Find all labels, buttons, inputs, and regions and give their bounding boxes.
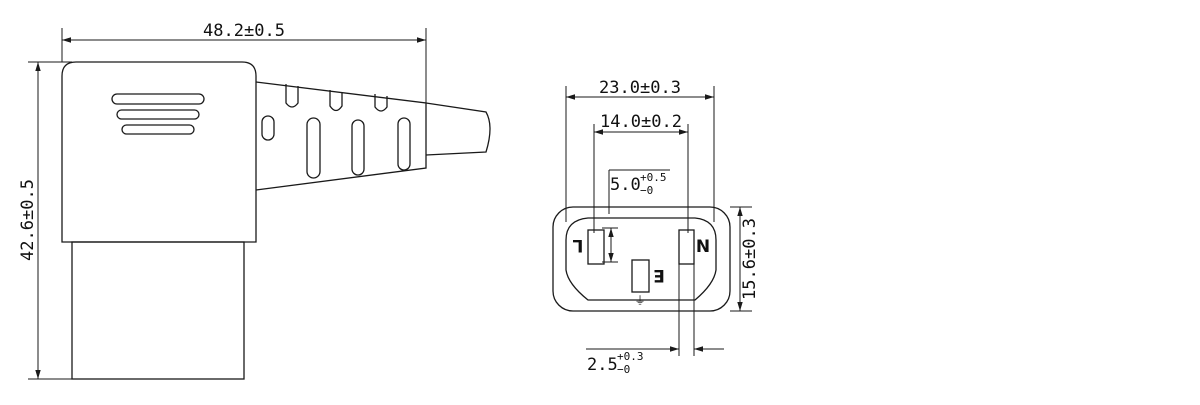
strain-relief bbox=[255, 81, 427, 191]
relief-slot-7 bbox=[397, 117, 411, 171]
inlet-socket-cavity bbox=[565, 217, 717, 301]
cable bbox=[425, 102, 491, 156]
pin-line bbox=[587, 229, 605, 265]
front-view: 23.0±0.3 14.0±0.2 5.0 +0.5 −0 L N E ⏚ bbox=[552, 78, 760, 376]
relief-slot-4 bbox=[329, 90, 343, 112]
height-dimension-label: 15.6±0.3 bbox=[740, 218, 760, 300]
pin-neutral bbox=[678, 229, 695, 265]
relief-slot-2 bbox=[285, 84, 299, 108]
pin-label-neutral: N bbox=[696, 237, 710, 257]
pin-length-tol-lower: −0 bbox=[640, 184, 653, 197]
relief-slot-6 bbox=[374, 94, 388, 112]
pin-length-tol-upper: +0.5 bbox=[640, 171, 667, 184]
plug-head bbox=[61, 61, 257, 243]
grip-line-3 bbox=[121, 124, 195, 135]
grip-line-2 bbox=[116, 109, 200, 120]
pin-label-line: L bbox=[572, 235, 583, 255]
width-dimension-label: 48.2±0.5 bbox=[203, 21, 285, 41]
relief-slot-5 bbox=[351, 119, 365, 176]
pin-span-dimension-label: 14.0±0.2 bbox=[600, 112, 682, 132]
outer-width-dimension-label: 23.0±0.3 bbox=[599, 78, 681, 98]
pin-label-earth: E bbox=[653, 265, 665, 285]
side-view: 48.2±0.5 42.6±0.5 bbox=[18, 21, 491, 380]
height-dimension-label: 42.6±0.5 bbox=[18, 179, 38, 261]
relief-slot-1 bbox=[261, 115, 275, 141]
grip-line-1 bbox=[111, 93, 205, 105]
plug-body bbox=[71, 241, 245, 380]
pin-width-tol-upper: +0.3 bbox=[617, 350, 644, 363]
pin-width-dimension-base: 2.5 bbox=[587, 355, 618, 375]
pin-length-dimension-base: 5.0 bbox=[610, 175, 641, 195]
earth-symbol-icon: ⏚ bbox=[635, 294, 646, 307]
relief-slot-3 bbox=[306, 117, 321, 179]
pin-earth bbox=[631, 259, 650, 293]
pin-width-tol-lower: −0 bbox=[617, 363, 630, 376]
